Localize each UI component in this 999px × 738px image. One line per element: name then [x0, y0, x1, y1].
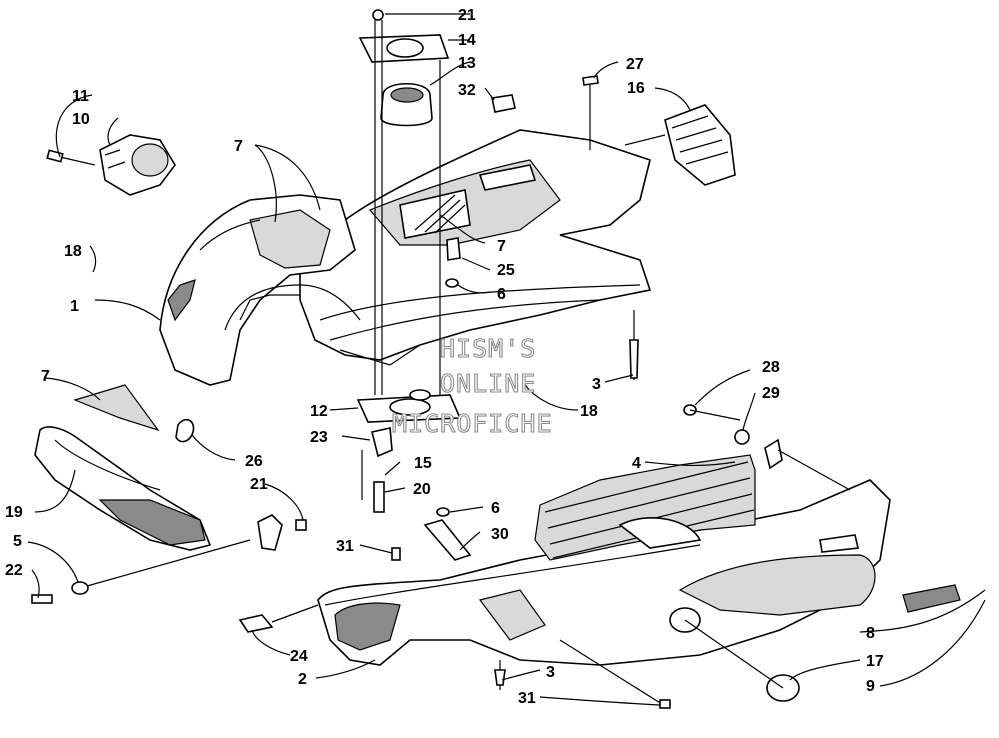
callout-27: 27 — [626, 56, 644, 73]
callout-25: 25 — [497, 262, 515, 279]
callout-9: 9 — [866, 678, 875, 695]
callout-5: 5 — [13, 533, 22, 550]
callout-31a: 31 — [336, 538, 354, 555]
callout-17: 17 — [866, 653, 884, 670]
callout-18b: 18 — [580, 403, 598, 420]
callout-7a: 7 — [234, 138, 243, 155]
callout-21a: 21 — [458, 7, 476, 24]
small-hardware — [31, 418, 393, 604]
callout-6b: 6 — [491, 500, 500, 517]
callout-22: 22 — [5, 562, 23, 579]
callout-20: 20 — [413, 481, 431, 498]
watermark-line-3: MICROFICHE — [392, 409, 553, 438]
callout-4: 4 — [632, 455, 641, 472]
leader-lines — [27, 13, 986, 706]
callout-12: 12 — [310, 403, 328, 420]
callout-29: 29 — [762, 385, 780, 402]
callout-21b: 21 — [250, 476, 268, 493]
callout-6a: 6 — [497, 286, 506, 303]
callout-1: 1 — [70, 298, 79, 315]
callout-11: 11 — [72, 88, 89, 105]
upper-fasteners — [409, 237, 639, 401]
callout-3a: 3 — [592, 376, 601, 393]
callout-30: 30 — [491, 526, 509, 543]
callout-10: 10 — [72, 111, 90, 128]
callout-18a: 18 — [64, 243, 82, 260]
steering-boot-stack — [356, 9, 462, 423]
air-duct-part-10 — [46, 134, 176, 196]
callout-3b: 3 — [546, 664, 555, 681]
callout-7b: 7 — [497, 238, 506, 255]
grille-part-4 — [534, 454, 756, 561]
watermark-line-2: ONLINE — [440, 369, 536, 398]
watermark: HISM'S ONLINE MICROFICHE — [391, 333, 553, 438]
callout-13: 13 — [458, 55, 476, 72]
callout-14: 14 — [458, 32, 476, 49]
left-side-panel — [159, 194, 361, 386]
callout-23: 23 — [310, 429, 328, 446]
callout-7c: 7 — [41, 368, 50, 385]
decal-part-7-left — [73, 384, 160, 432]
callout-26: 26 — [245, 453, 263, 470]
callout-31b: 31 — [518, 690, 536, 707]
vent-part-16 — [491, 75, 736, 186]
callout-19: 19 — [5, 504, 23, 521]
callout-16: 16 — [627, 80, 645, 97]
callout-labels: 1 2 3 3 4 5 6 6 7 7 7 8 9 10 11 12 13 14… — [5, 7, 884, 707]
callout-8: 8 — [866, 625, 875, 642]
bumper-part-19 — [34, 426, 212, 551]
callout-28: 28 — [762, 359, 780, 376]
lower-hardware — [238, 404, 961, 709]
callout-24: 24 — [290, 648, 308, 665]
callout-32: 32 — [458, 82, 476, 99]
callout-2: 2 — [298, 671, 307, 688]
callout-15: 15 — [414, 455, 432, 472]
upper-belly-pan — [299, 129, 652, 366]
watermark-line-1: HISM'S — [440, 334, 536, 363]
